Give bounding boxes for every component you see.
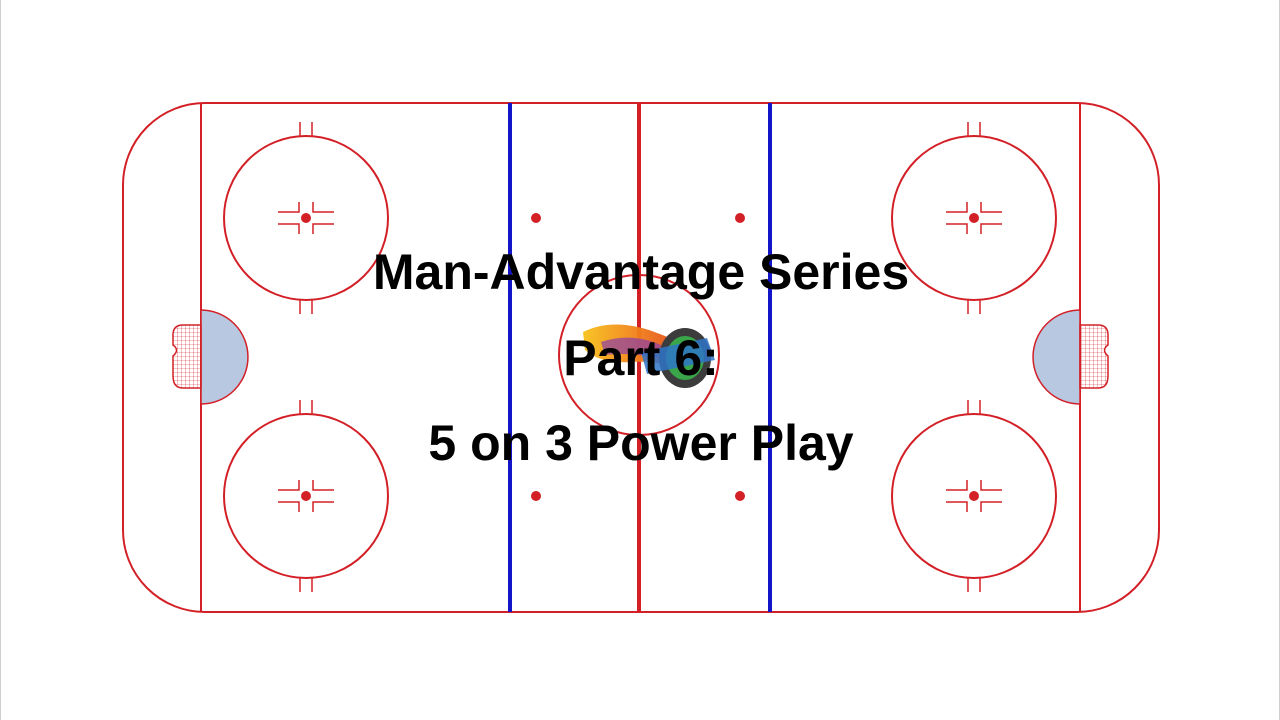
title-series: Man-Advantage Series (372, 244, 910, 300)
neutral-zone-dot (735, 213, 745, 223)
neutral-zone-dot (735, 491, 745, 501)
center-circle (558, 274, 720, 436)
goal-net-left (172, 324, 202, 389)
faceoff-circle-bottom-right (891, 400, 1057, 592)
faceoff-circle-top-left (223, 122, 389, 314)
faceoff-circle-top-right (891, 122, 1057, 314)
title-subject: 5 on 3 Power Play (428, 415, 854, 471)
title-part: Part 6: (563, 330, 719, 386)
goal-crease-right (1032, 309, 1081, 405)
goal-crease-left (200, 309, 249, 405)
neutral-zone-dot (531, 213, 541, 223)
neutral-zone-dot (531, 491, 541, 501)
puck-logo-icon (583, 324, 715, 388)
faceoff-circle-bottom-left (223, 400, 389, 592)
goal-net-right (1079, 324, 1109, 389)
